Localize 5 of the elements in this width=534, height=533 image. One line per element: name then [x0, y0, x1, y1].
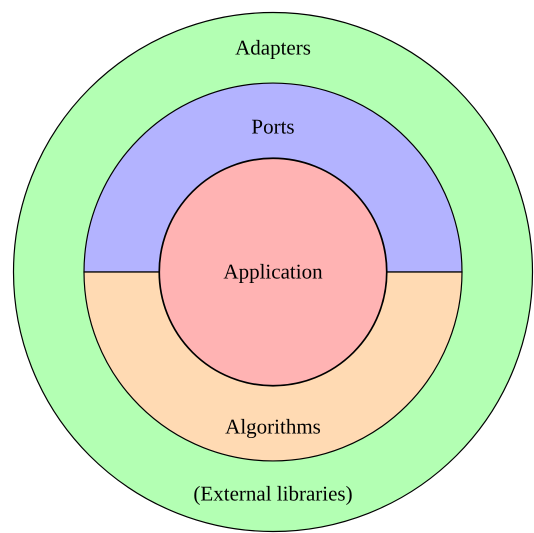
region-label: Algorithms [225, 414, 321, 440]
region-label: Application [223, 260, 323, 284]
region-label: Ports [251, 114, 295, 140]
region-label: Adapters [235, 36, 311, 60]
region-label: (External libraries) [193, 482, 353, 506]
